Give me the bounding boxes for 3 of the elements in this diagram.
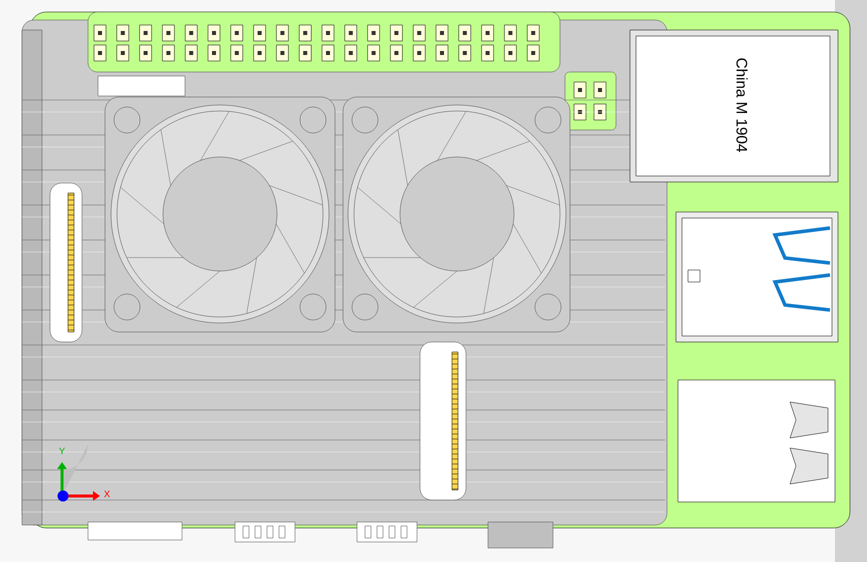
axis-label: Y: [59, 448, 65, 454]
axis-label: X: [104, 490, 110, 498]
part-marking: China M 1904: [736, 58, 748, 152]
